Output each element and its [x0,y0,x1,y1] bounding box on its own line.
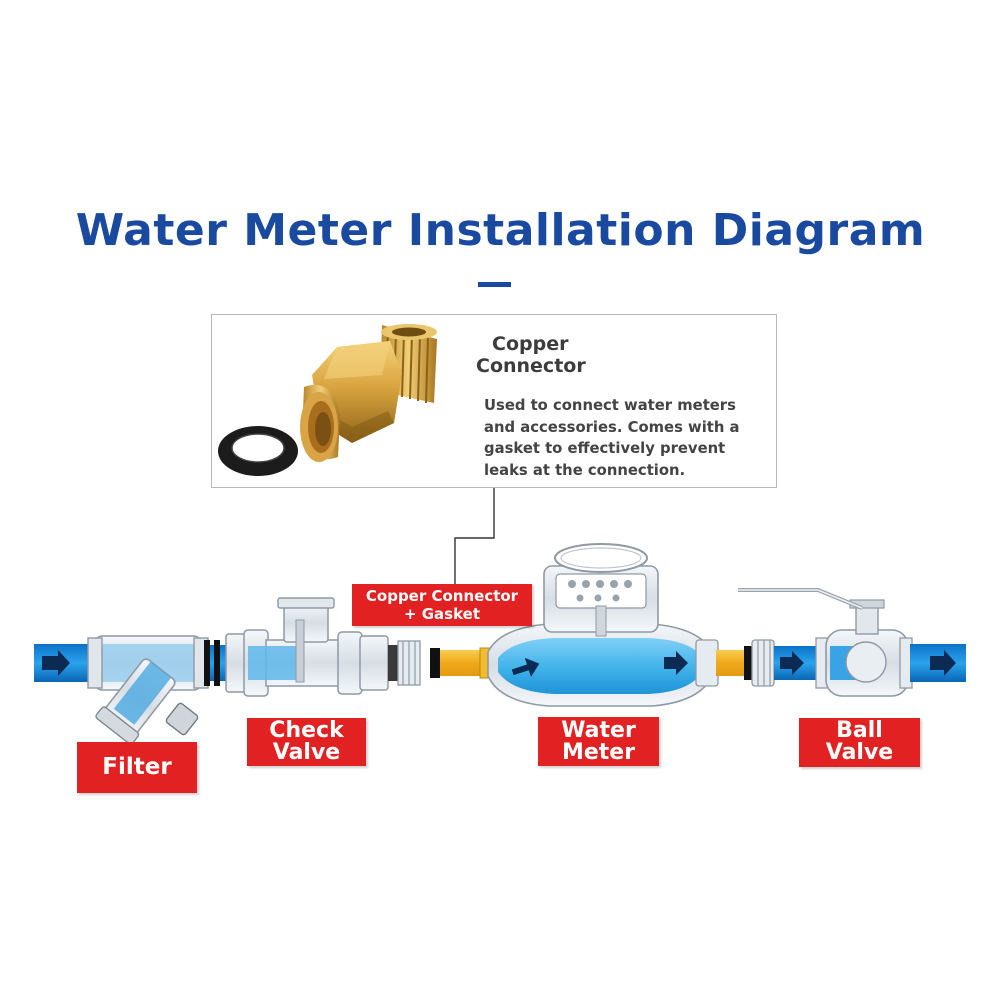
label-water-meter: Water Meter [538,717,659,766]
page-title: Water Meter Installation Diagram [75,205,926,256]
callout-description-line: and accessories. Comes with a [484,418,740,436]
callout-description-line: leaks at the connection. [484,461,686,479]
callout-title-line: Connector [476,355,586,377]
gasket-ring [430,648,440,678]
label-check-valve-line: Valve [272,740,341,765]
gasket-ring [204,640,210,686]
filter-plug [165,702,199,736]
label-filter-text: Filter [102,754,172,780]
callout-description: Used to connect water meters and accesso… [484,395,774,481]
label-ball-valve-line: Valve [825,740,894,765]
flow-arrow-icon [930,650,956,676]
ball-valve-illustration [738,588,913,697]
label-check-valve-line: Check [269,718,344,743]
gasket-ring [744,646,752,680]
copper-connector-icon [300,324,437,462]
callout-description-line: gasket to effectively prevent [484,440,726,457]
label-ball-valve-line: Ball [836,718,883,743]
callout-title: Copper Connector [476,333,636,377]
callout-title-line: Copper [492,333,569,355]
label-connector-line: Copper Connector [365,587,519,605]
flow-arrow-icon [780,651,804,675]
callout-leader-line [454,488,495,588]
callout-description-line: Used to connect water meters [484,397,736,414]
label-ball-valve: Ball Valve [799,718,920,767]
callout-illustration [218,324,437,476]
flow-arrow-icon [42,650,70,676]
label-filter: Filter [77,742,197,793]
label-copper-connector-gasket: Copper Connector + Gasket [352,584,532,626]
check-valve-illustration [225,597,389,697]
title-underline [478,282,511,287]
label-water-meter-line: Meter [561,740,636,765]
label-water-meter-line: Water [561,718,636,743]
callout-box: Copper Connector Used to connect water m… [211,314,777,488]
gasket-icon [218,426,298,476]
water-meter-illustration [487,543,719,707]
flow-arrow-icon [664,651,688,675]
label-connector-line: + Gasket [403,605,481,623]
label-check-valve: Check Valve [247,718,366,766]
filter-illustration [87,635,209,745]
gasket-ring [214,640,220,686]
